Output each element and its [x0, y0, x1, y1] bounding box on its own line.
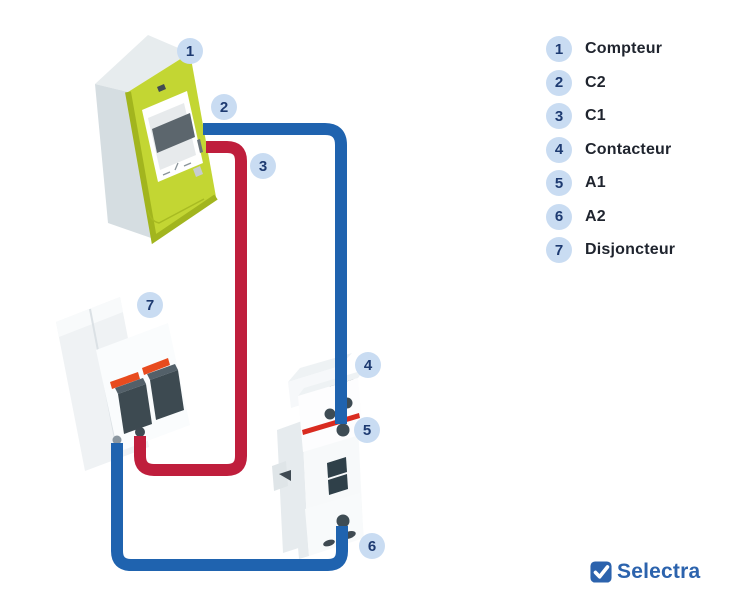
- badge-a1: 5: [354, 417, 380, 443]
- legend-row-compteur: 1 Compteur: [546, 36, 675, 62]
- legend-row-c1: 3 C1: [546, 103, 675, 129]
- contactor-terminal-a2: [336, 514, 350, 528]
- meter-top-face: [95, 35, 190, 92]
- breaker-toggle-right: [150, 370, 184, 420]
- disjoncteur-device: [56, 297, 190, 471]
- legend-badge-5: 5: [546, 170, 572, 196]
- legend-row-a2: 6 A2: [546, 203, 675, 230]
- breaker-stripe-left: [110, 372, 140, 389]
- breaker-stripe-right: [142, 358, 170, 375]
- meter-left-face: [95, 84, 154, 239]
- meter-side-button: [197, 139, 203, 153]
- contactor-bottom-front: [305, 493, 364, 556]
- wire-c2-blue: [203, 123, 347, 424]
- contactor-screw-left: [324, 408, 336, 420]
- badge-a2: 6: [359, 533, 385, 559]
- meter-cover-seam: [147, 198, 205, 224]
- breaker-terminal-phase: [135, 427, 145, 437]
- legend-label-a1: A1: [585, 174, 606, 191]
- meter-connector: [193, 166, 203, 177]
- legend-label-c1: C1: [585, 107, 606, 124]
- breaker-top-face: [56, 297, 123, 337]
- meter-lcd-screen: [152, 113, 195, 153]
- contactor-slot-upper: [327, 457, 347, 478]
- legend-label-a2: A2: [585, 207, 606, 225]
- legend-badge-6: 6: [546, 203, 572, 230]
- legend-badge-2: 2: [546, 69, 572, 96]
- legend-badge-7: 7: [546, 237, 572, 263]
- contactor-din-tab: [272, 461, 288, 491]
- meter-panel-marks: [162, 162, 192, 176]
- legend-row-disjoncteur: 7 Disjoncteur: [546, 237, 675, 263]
- breaker-terminal-neutral: [112, 435, 122, 445]
- contactor-slot-lower: [328, 474, 348, 495]
- legend-row-a1: 5 A1: [546, 170, 675, 196]
- legend: 1 Compteur 2 C2 3 C1 4 Contacteur 5 A1 6…: [546, 36, 675, 271]
- meter-edge: [125, 91, 218, 245]
- contacteur-device: [272, 353, 364, 559]
- contactor-din-wedge: [279, 470, 291, 481]
- badge-c2: 2: [211, 94, 237, 120]
- badge-c1: 3: [250, 153, 276, 179]
- compteur-device: [95, 35, 218, 245]
- contactor-bottom-mark-2: [323, 539, 335, 547]
- selectra-logo: Selectra: [590, 560, 700, 584]
- legend-label-c2: C2: [585, 73, 606, 91]
- breaker-toggle-left-top: [115, 378, 146, 394]
- wires: [111, 123, 348, 571]
- legend-label-disjoncteur: Disjoncteur: [585, 241, 676, 258]
- badge-disjoncteur: 7: [137, 292, 163, 318]
- breaker-toggle-left: [118, 384, 152, 434]
- legend-badge-3: 3: [546, 103, 572, 129]
- selectra-logo-text: Selectra: [617, 560, 701, 583]
- legend-label-compteur: Compteur: [585, 40, 663, 57]
- badge-compteur: 1: [177, 38, 203, 64]
- contactor-bottom-side: [295, 509, 309, 559]
- breaker-toggle-right-top: [147, 364, 178, 380]
- contactor-block-top: [298, 370, 364, 396]
- badge-contacteur: 4: [355, 352, 381, 378]
- legend-row-contacteur: 4 Contacteur: [546, 136, 675, 163]
- wire-c1-red: [134, 141, 247, 476]
- check-square-icon: [590, 561, 612, 583]
- wire-a2-blue: [111, 443, 348, 571]
- meter-led-dot: [157, 84, 166, 92]
- contactor-terminal-a1: [336, 423, 350, 437]
- legend-badge-4: 4: [546, 136, 572, 163]
- legend-badge-1: 1: [546, 36, 572, 62]
- legend-row-c2: 2 C2: [546, 69, 675, 96]
- legend-label-contacteur: Contacteur: [585, 140, 672, 158]
